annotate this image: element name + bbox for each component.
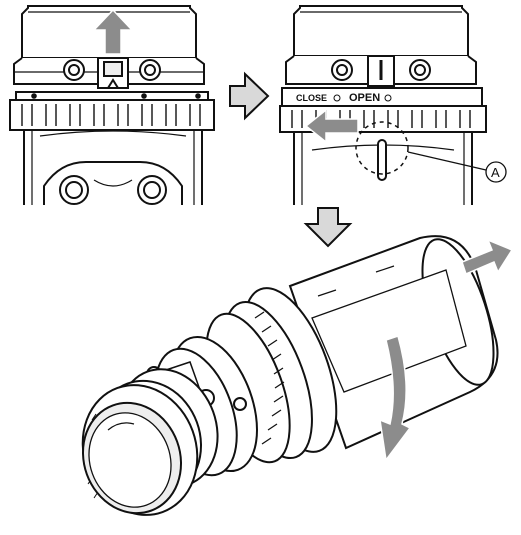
pull-out-arrow-icon <box>461 238 514 276</box>
left-arrow-icon <box>304 108 359 144</box>
right-step-arrow-icon <box>229 71 270 121</box>
camera-assembly <box>81 235 499 516</box>
down-step-arrow-icon <box>303 207 353 248</box>
up-arrow-icon <box>92 8 134 55</box>
callout-letter: A <box>491 165 500 180</box>
open-dot-icon <box>384 94 392 102</box>
open-label: OPEN <box>349 92 380 104</box>
panel-left-top <box>9 5 215 205</box>
close-label: CLOSE <box>296 93 327 103</box>
panel-right-top <box>279 5 507 205</box>
rotate-arrow-icon <box>379 335 412 462</box>
close-dot-icon <box>333 94 341 102</box>
